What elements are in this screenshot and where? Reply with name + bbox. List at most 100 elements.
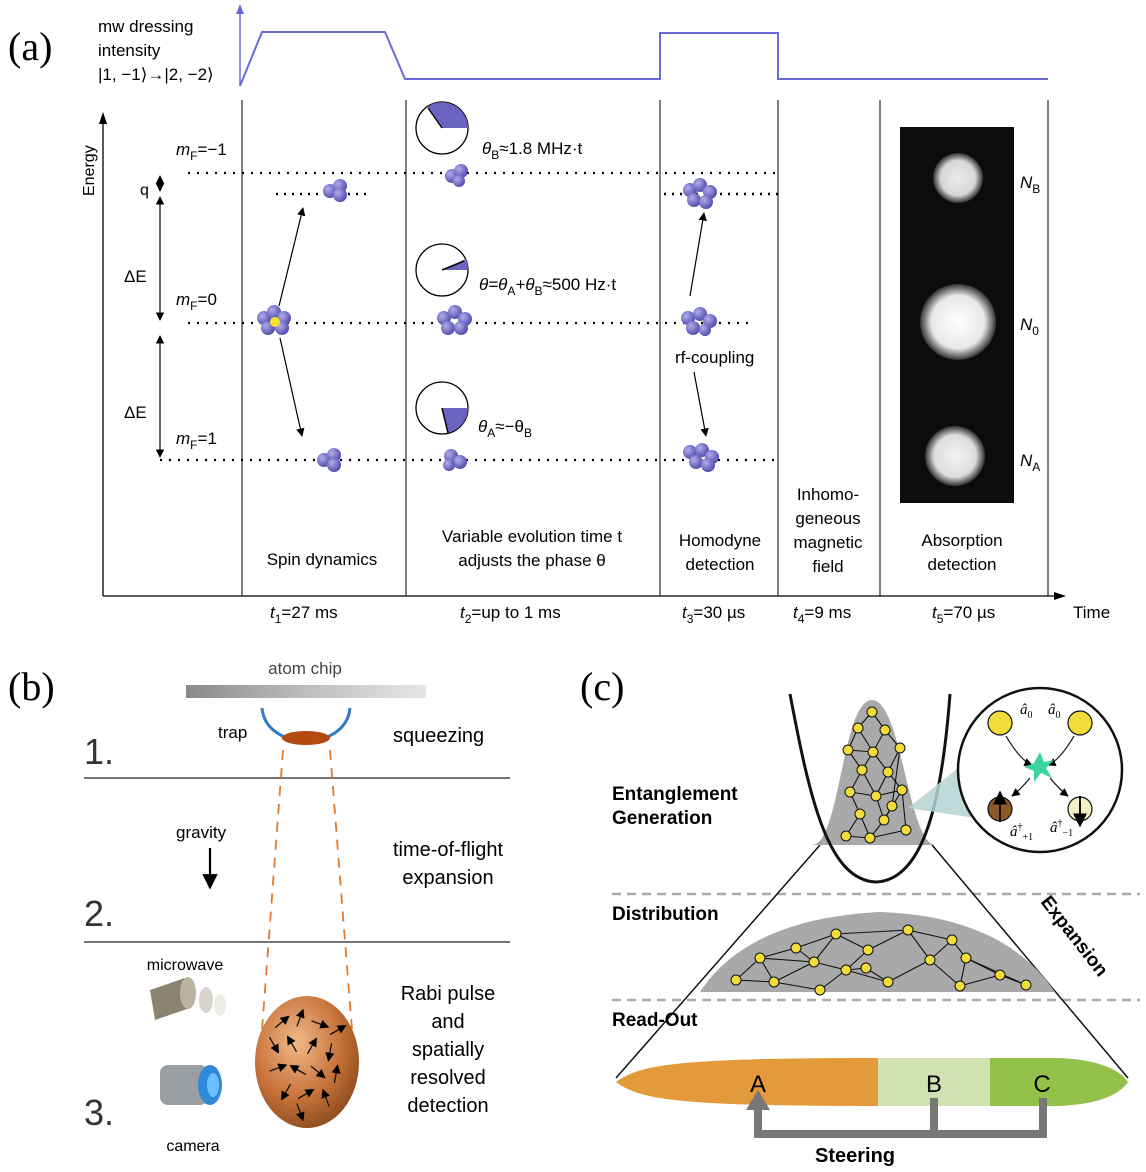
network-edge xyxy=(869,829,907,839)
network-node xyxy=(954,980,966,992)
label-NA: NA xyxy=(1020,451,1040,474)
network-node xyxy=(730,974,742,986)
stage-evolution-line1: Variable evolution time t xyxy=(442,527,622,546)
theta-B-label: θB≈1.8 MHz·t xyxy=(482,139,583,162)
time-t4: t4=9 ms xyxy=(793,603,851,626)
network-edge xyxy=(759,957,815,963)
time-axis-label: Time xyxy=(1073,603,1110,622)
zoom-atom-right xyxy=(1067,710,1093,736)
label-NB: NB xyxy=(1020,173,1040,196)
rabi-line3: spatially xyxy=(412,1039,484,1061)
readout-bar xyxy=(616,1058,1128,1106)
expansion-cone-right xyxy=(329,749,353,1031)
rabi-line2: and xyxy=(431,1011,464,1033)
stage-inhomo-line1: Inhomo- xyxy=(797,485,859,504)
spin-arrow xyxy=(297,1088,315,1100)
deltaE-label-1: ΔE xyxy=(124,267,147,286)
camera-label: camera xyxy=(166,1138,219,1155)
atom-cluster-homo-top xyxy=(683,178,717,209)
trap-label: trap xyxy=(218,723,247,742)
region-B-label: B xyxy=(926,1071,942,1098)
panel-b: (b) atom chip trap squeezing 1. gravity … xyxy=(8,659,510,1155)
spin-arrow xyxy=(280,1083,292,1101)
phase-clock-A xyxy=(415,381,469,435)
rabi-line4: resolved xyxy=(410,1067,486,1089)
energy-axis-label: Energy xyxy=(81,145,98,196)
network-edge xyxy=(735,979,775,983)
step-1-label: 1. xyxy=(84,731,114,772)
network-node xyxy=(924,954,936,966)
network-node xyxy=(960,952,972,964)
network-node xyxy=(994,969,1006,981)
network-edge xyxy=(835,929,909,935)
time-axis-arrow xyxy=(1054,592,1066,600)
network-edge xyxy=(867,929,909,951)
gravity-label: gravity xyxy=(176,823,227,842)
region-C-label: C xyxy=(1033,1071,1050,1098)
mw-label-line1: mw dressing xyxy=(98,17,193,36)
spin-arrow xyxy=(306,1037,318,1055)
adag-minus1-label: â†−1 xyxy=(1050,818,1073,839)
readout-label: Read-Out xyxy=(612,1010,698,1031)
network-edge xyxy=(891,747,901,807)
network-edge xyxy=(959,974,1001,987)
cone-right xyxy=(931,844,1129,1079)
rf-coupling-label: rf-coupling xyxy=(675,348,754,367)
spin-arrow xyxy=(331,1064,341,1083)
atom-cluster-homo-bottom xyxy=(683,443,719,472)
phase-clock-B xyxy=(415,101,469,155)
network-node xyxy=(754,952,766,964)
collision-star-icon xyxy=(1024,752,1054,782)
network-node xyxy=(878,814,890,826)
spin-arrow xyxy=(274,1015,290,1029)
network-node xyxy=(882,976,894,988)
label-mF-0: mF=0 xyxy=(176,290,217,313)
rabi-line1: Rabi pulse xyxy=(401,983,496,1005)
a0-right-label: â0 xyxy=(1048,702,1061,721)
spin-arrow xyxy=(296,1008,305,1027)
network-edge xyxy=(907,929,953,941)
spot-NB xyxy=(933,153,983,203)
stage-inhomo-line2: geneous xyxy=(795,509,860,528)
zoom-arrow-out-right xyxy=(1049,777,1069,797)
theta-sum-label: θ=θA+θB≈500 Hz·t xyxy=(479,275,616,298)
spin-arrow-down xyxy=(279,337,305,437)
a0-left-label: â0 xyxy=(1020,702,1033,721)
panel-a: (a) mw dressing intensity |1, −1⟩→|2, −2… xyxy=(8,4,1110,626)
cone-left xyxy=(615,844,821,1079)
spin-arrow xyxy=(310,1065,326,1079)
network-node xyxy=(946,934,958,946)
time-t5: t5=70 µs xyxy=(932,603,995,626)
network-edge xyxy=(773,981,821,991)
label-mF-minus1: mF=−1 xyxy=(176,140,227,163)
network-node xyxy=(844,786,856,798)
network-node xyxy=(790,942,802,954)
stage-absorption-line2: detection xyxy=(928,555,997,574)
network-node xyxy=(882,766,894,778)
step-2-label: 2. xyxy=(84,893,114,934)
network-node xyxy=(900,824,912,836)
entanglement-label-line2: Generation xyxy=(612,808,712,829)
spin-arrow xyxy=(311,1020,330,1029)
network-top-nodes xyxy=(840,706,912,844)
region-A-label: A xyxy=(750,1071,766,1098)
atom-cluster-spin-center xyxy=(257,305,291,335)
network-edge xyxy=(773,961,815,983)
panel-c-label: (c) xyxy=(580,664,624,709)
microwave-label: microwave xyxy=(147,957,224,974)
tof-line2: expansion xyxy=(402,867,493,889)
spin-arrow xyxy=(286,1035,298,1053)
energy-axis-arrow xyxy=(99,112,107,124)
entanglement-label-line1: Entanglement xyxy=(612,784,738,805)
network-node xyxy=(902,924,914,936)
step-3-label: 3. xyxy=(84,1092,114,1133)
network-node xyxy=(864,832,876,844)
mw-label-line3: |1, −1⟩→|2, −2⟩ xyxy=(98,65,214,84)
stage-spin-dynamics: Spin dynamics xyxy=(267,550,378,569)
stage-homodyne-line2: detection xyxy=(686,555,755,574)
network-node xyxy=(814,984,826,996)
network-node xyxy=(808,956,820,968)
zoom-atom-left xyxy=(987,710,1013,736)
atom-chip-label: atom chip xyxy=(268,659,342,678)
network-node xyxy=(768,976,780,988)
